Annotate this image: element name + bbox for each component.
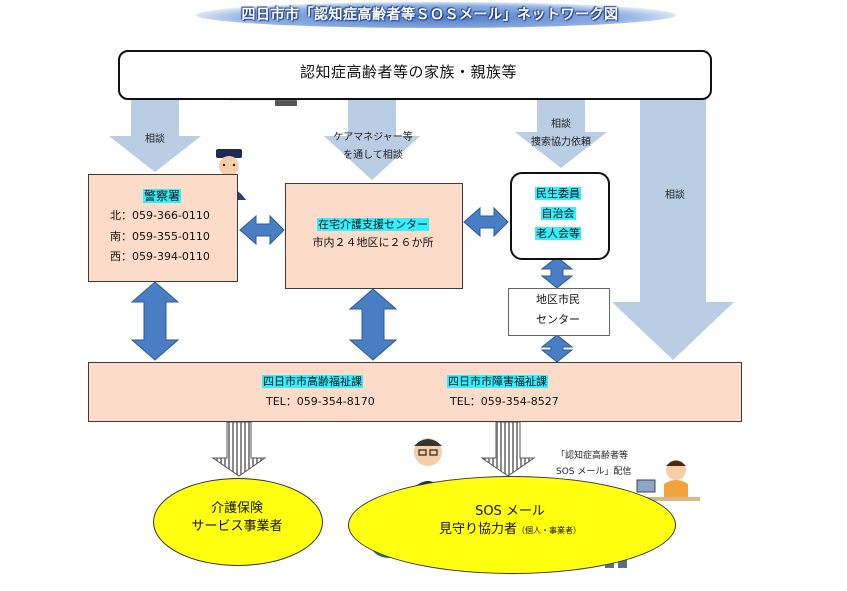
community-center-line1: 地区市民 [536, 293, 580, 306]
arrow-family-to-volunteer [515, 96, 607, 168]
label-volunteer-1: 相談 [551, 119, 571, 130]
arrow-center-welfare [540, 334, 574, 363]
sos-line2-small: （個人・事業者） [517, 526, 581, 535]
label-consult-police: 相談 [145, 134, 165, 145]
welfare-box [88, 362, 742, 422]
community-center-box [508, 288, 610, 336]
computer-woman-illustration [628, 460, 700, 501]
arrow-care-welfare [348, 288, 398, 361]
arrow-care-volunteer [463, 206, 509, 238]
sos-mail-line2: SOS メール」配信 [556, 467, 632, 477]
sos-ellipse [348, 476, 676, 574]
sos-line2: 見守り協力者 [438, 522, 517, 537]
kaigo-line2: サービス事業者 [191, 519, 283, 534]
arrow-volunteer-center [540, 256, 574, 289]
label-volunteer-2: 捜索協力依頼 [531, 137, 591, 148]
kaigo-line1: 介護保険 [210, 501, 263, 516]
police-north: 北：059-366-0110 [110, 209, 210, 222]
family-box [118, 50, 712, 100]
sos-line2-wrap: 見守り協力者（個人・事業者） [420, 521, 600, 540]
volunteer-line2: 自治会 [540, 207, 576, 220]
arrow-welfare-to-kaigo [211, 421, 267, 477]
community-center-line2: センター [536, 313, 580, 326]
disability-welfare-wrap: 四日市市障害福祉課 [447, 372, 587, 392]
care-center-name-wrap: 在宅介護支援センター [285, 215, 461, 235]
sos-line1: SOS メール [475, 504, 545, 519]
elderly-welfare-wrap: 四日市市高齢福祉課 [262, 372, 402, 392]
volunteer-line3: 老人会等 [535, 227, 581, 240]
arrow-family-to-police [109, 96, 201, 172]
police-name-wrap: 警察署 [88, 186, 236, 206]
label-care-manager-1: ケアマネジャー等 [333, 132, 413, 143]
sos-text: SOS メール 見守り協力者（個人・事業者） [420, 503, 600, 540]
label-care-manager-2: を通して相談 [343, 150, 403, 161]
volunteer-line1-wrap: 民生委員 [510, 184, 606, 204]
family-label: 認知症高齢者等の家族・親族等 [300, 63, 518, 81]
title-banner [196, 2, 676, 28]
kaigo-text: 介護保険 サービス事業者 [153, 500, 321, 536]
care-center-box [285, 183, 463, 289]
disability-welfare-name: 四日市市障害福祉課 [447, 375, 548, 388]
volunteer-line3-wrap: 老人会等 [510, 224, 606, 244]
arrow-police-care [239, 214, 285, 246]
police-west: 西：059-394-0110 [110, 250, 210, 263]
arrow-welfare-to-sos [480, 421, 536, 477]
kaigo-ellipse [153, 478, 323, 566]
page-title: 四日市市「認知症高齢者等ＳＯＳメール」ネットワーク図 [241, 7, 619, 23]
arrow-family-to-welfare [612, 96, 734, 360]
care-center-sub: 市内２４地区に２６か所 [312, 236, 434, 249]
disability-welfare-tel: TEL：059-354-8527 [450, 395, 559, 408]
police-name: 警察署 [142, 189, 181, 203]
volunteer-line2-wrap: 自治会 [510, 204, 606, 224]
police-south: 南：059-355-0110 [110, 230, 210, 243]
elderly-welfare-name: 四日市市高齢福祉課 [262, 375, 363, 388]
arrow-police-welfare [130, 281, 180, 361]
volunteer-line1: 民生委員 [535, 187, 581, 200]
sos-mail-line1: 「認知症高齢者等 [556, 451, 629, 461]
elderly-welfare-tel: TEL：059-354-8170 [266, 395, 375, 408]
care-center-name: 在宅介護支援センター [317, 218, 429, 231]
label-consult-right: 相談 [665, 190, 685, 201]
arrow-family-to-care [324, 96, 420, 180]
